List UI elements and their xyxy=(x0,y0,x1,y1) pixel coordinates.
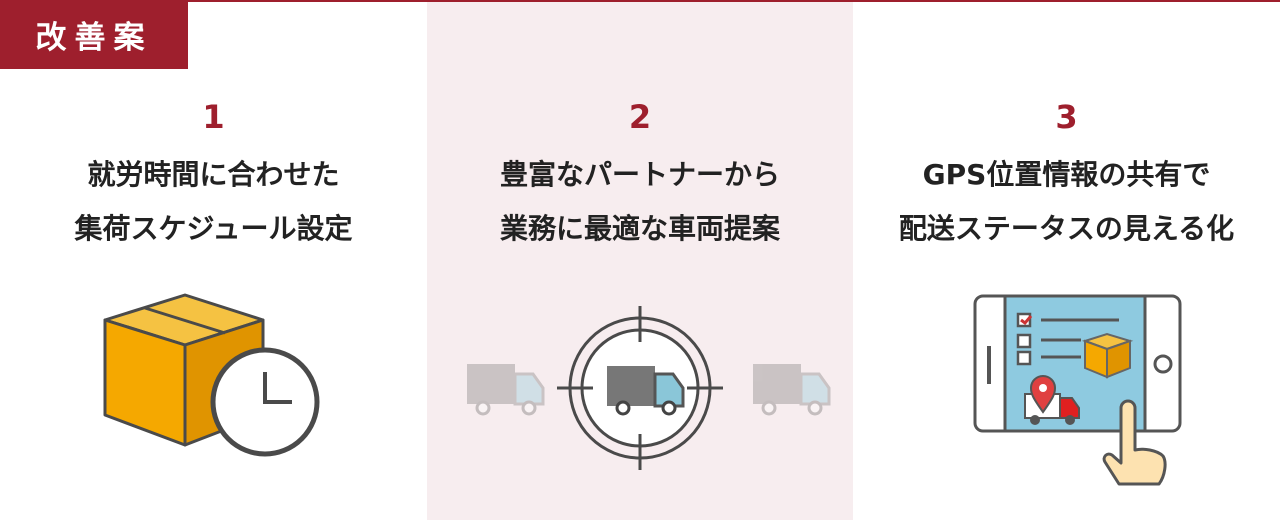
item-number: 2 xyxy=(628,98,652,136)
title-line: GPS位置情報の共有で xyxy=(922,158,1211,191)
item-1: 1 就労時間に合わせた 集荷スケジュール設定 xyxy=(0,2,427,520)
title-line: 配送ステータスの見える化 xyxy=(898,212,1235,245)
truck-target-icon xyxy=(467,306,831,470)
item-title: GPS位置情報の共有で 配送ステータスの見える化 xyxy=(853,148,1280,256)
item-title: 就労時間に合わせた 集荷スケジュール設定 xyxy=(0,148,427,256)
title-line: 集荷スケジュール設定 xyxy=(74,212,353,245)
title-line: 豊富なパートナーから xyxy=(499,158,780,191)
item-title: 豊富なパートナーから 業務に最適な車両提案 xyxy=(427,148,853,256)
box-clock-icon xyxy=(103,293,320,457)
title-line: 就労時間に合わせた xyxy=(87,158,340,191)
top-rule xyxy=(0,0,1280,2)
section-badge: 改善案 xyxy=(0,0,188,69)
tablet-tracking-icon xyxy=(973,294,1182,486)
title-line: 業務に最適な車両提案 xyxy=(499,212,780,245)
item-3: 3 GPS位置情報の共有で 配送ステータスの見える化 xyxy=(853,2,1280,520)
item-number: 1 xyxy=(202,98,225,136)
item-2: 2 豊富なパートナーから 業務に最適な車両提案 xyxy=(427,2,853,520)
item-number: 3 xyxy=(1055,98,1078,136)
